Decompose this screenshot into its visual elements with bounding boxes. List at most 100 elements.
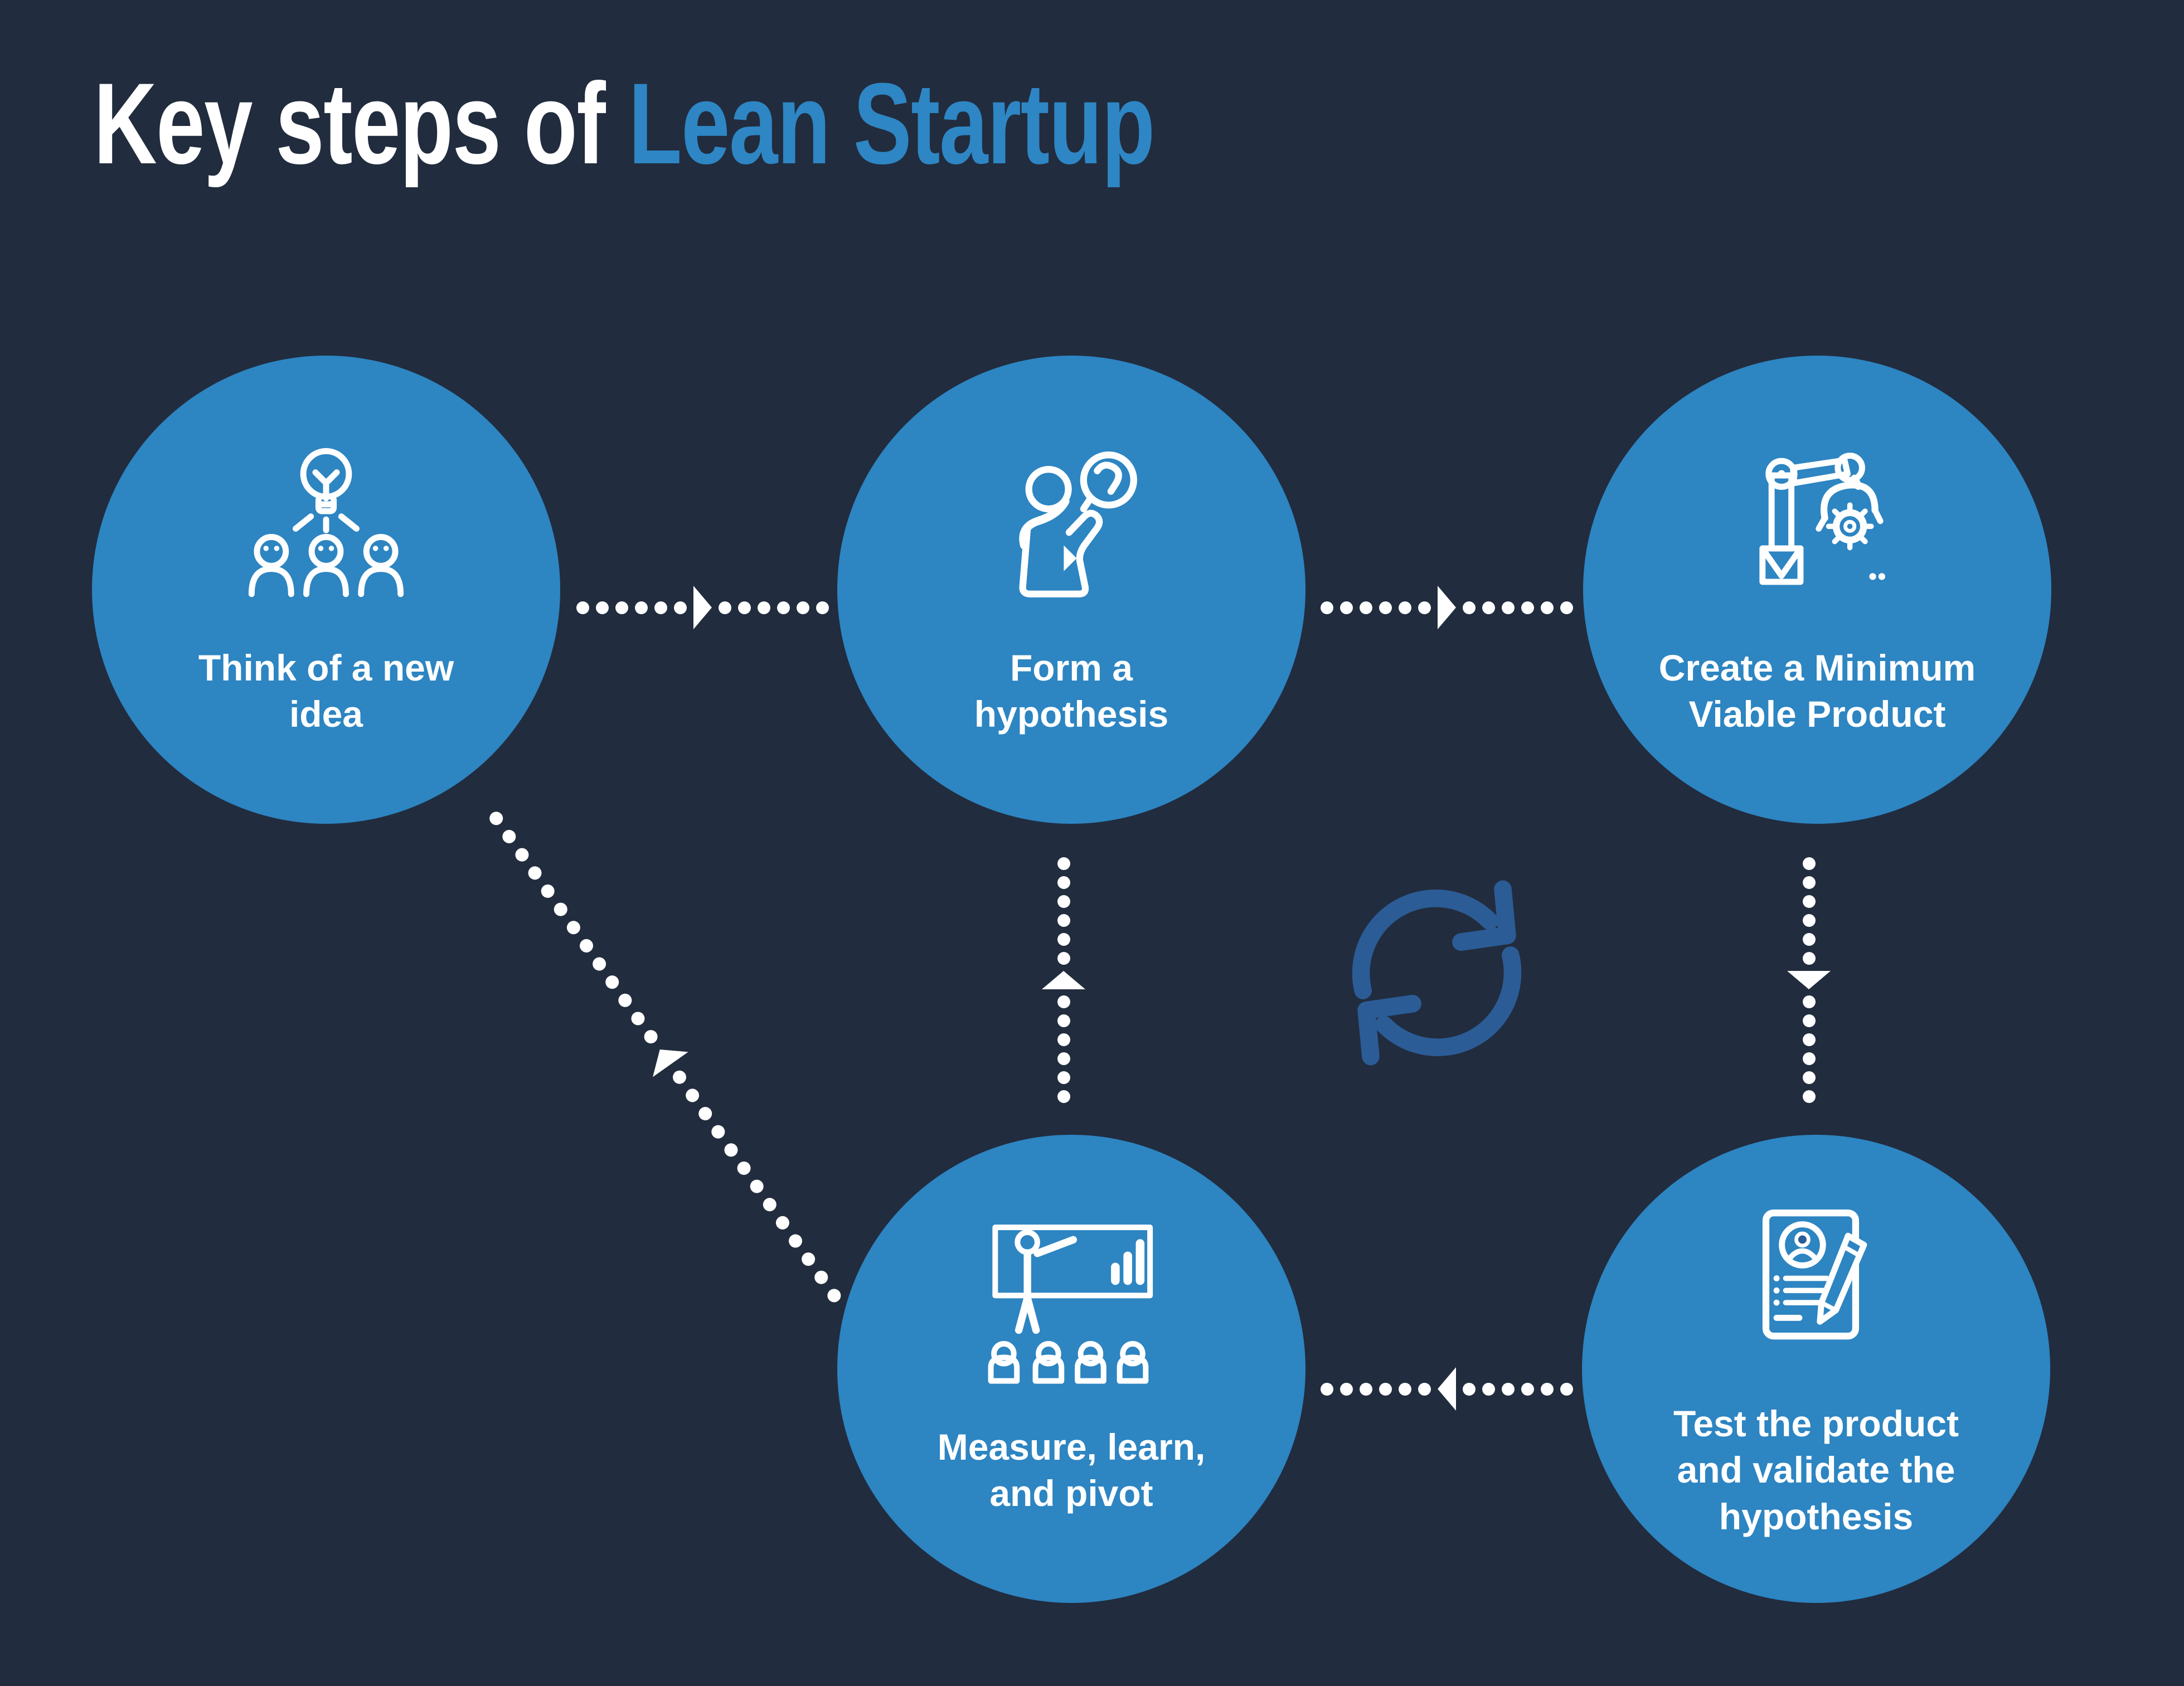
page-title: Key steps of Lean Startup bbox=[94, 66, 1155, 181]
arrow-dot bbox=[1379, 601, 1392, 614]
arrow-dot bbox=[1802, 914, 1816, 927]
arrowhead-right-icon bbox=[1437, 586, 1456, 629]
arrow-dot bbox=[512, 845, 531, 864]
step-label-test: Test the product and validate the hypoth… bbox=[1673, 1403, 1959, 1537]
arrow-dot bbox=[799, 1250, 818, 1269]
arrow-dot bbox=[1339, 1382, 1353, 1396]
arrow-dot bbox=[641, 1027, 661, 1046]
arrow-dot bbox=[1462, 601, 1476, 614]
arrow-dot bbox=[1802, 1033, 1816, 1046]
arrow-dot bbox=[796, 601, 809, 614]
arrow-dot bbox=[1802, 1071, 1816, 1084]
arrow-dot bbox=[1359, 601, 1372, 614]
arrow-measure-to-hypothesis bbox=[1041, 854, 1086, 1106]
arrow-dot bbox=[564, 918, 583, 937]
arrow-dot bbox=[1802, 895, 1816, 908]
arrow-test-to-measure bbox=[1316, 1367, 1578, 1411]
arrow-dot bbox=[499, 827, 518, 846]
arrow-dot bbox=[1359, 1382, 1372, 1396]
step-label-mvp: Create a Minimum Viable Product bbox=[1658, 647, 1976, 735]
arrow-dot bbox=[1540, 601, 1554, 614]
arrow-dot bbox=[669, 1067, 689, 1087]
arrow-dot bbox=[1540, 1382, 1554, 1396]
arrow-dot bbox=[1057, 876, 1070, 889]
arrow-dot bbox=[760, 1195, 779, 1214]
arrow-dot bbox=[1802, 995, 1816, 1008]
arrow-dot bbox=[1057, 1090, 1070, 1103]
arrow-dot bbox=[1379, 1382, 1392, 1396]
arrow-dot bbox=[525, 863, 544, 882]
title-highlight: Lean Startup bbox=[628, 59, 1155, 188]
arrowhead-down-icon bbox=[1787, 970, 1831, 989]
robot-arm-gear-icon bbox=[1734, 442, 1901, 609]
arrow-dot bbox=[747, 1177, 766, 1196]
arrow-dot bbox=[1057, 895, 1070, 908]
title-prefix: Key steps of bbox=[94, 59, 629, 188]
arrow-dot bbox=[718, 601, 731, 614]
arrow-dot bbox=[1802, 1052, 1816, 1065]
arrow-dot bbox=[1057, 1052, 1070, 1065]
arrow-dot bbox=[654, 601, 667, 614]
arrow-dot bbox=[615, 601, 628, 614]
thinking-person-question-icon bbox=[988, 442, 1155, 609]
arrow-dot bbox=[1320, 1382, 1333, 1396]
arrow-dot bbox=[1057, 1033, 1070, 1046]
arrow-dot bbox=[1057, 1071, 1070, 1084]
arrow-dot bbox=[1802, 876, 1816, 889]
arrow-dot bbox=[1418, 601, 1431, 614]
arrow-dot bbox=[708, 1122, 727, 1141]
arrow-dot bbox=[1802, 1014, 1816, 1027]
document-pencil-icon bbox=[1732, 1198, 1900, 1365]
arrowhead-up-icon bbox=[1042, 970, 1085, 989]
arrow-dot bbox=[737, 601, 751, 614]
arrow-dot bbox=[576, 936, 596, 955]
arrow-measure-to-think bbox=[471, 796, 858, 1318]
arrow-dot bbox=[487, 809, 506, 828]
arrow-dot bbox=[1418, 1382, 1431, 1396]
presentation-chart-audience-icon bbox=[988, 1221, 1155, 1388]
arrow-dot bbox=[824, 1286, 843, 1305]
arrow-dot bbox=[551, 900, 570, 919]
arrow-dot bbox=[1501, 601, 1515, 614]
arrow-dot bbox=[1482, 1382, 1495, 1396]
step-label-hypothesis: Form a hypothesis bbox=[974, 647, 1169, 735]
arrow-dot bbox=[1320, 601, 1333, 614]
arrow-dot bbox=[1057, 995, 1070, 1008]
arrow-dot bbox=[628, 1009, 647, 1028]
arrow-dot bbox=[773, 1213, 792, 1232]
arrow-dot bbox=[1521, 601, 1534, 614]
arrow-dot bbox=[1398, 1382, 1411, 1396]
arrow-dot bbox=[734, 1158, 754, 1178]
step-label-think: Think of a new idea bbox=[198, 647, 454, 735]
arrow-dot bbox=[812, 1267, 831, 1287]
refresh-cycle-icon bbox=[1327, 863, 1547, 1083]
arrow-dot bbox=[1057, 932, 1070, 946]
step-label-measure: Measure, learn, and pivot bbox=[937, 1426, 1206, 1514]
arrow-dot bbox=[1560, 1382, 1573, 1396]
arrow-dot bbox=[816, 601, 829, 614]
arrow-dot bbox=[673, 601, 687, 614]
step-circle-think: Think of a new idea bbox=[92, 356, 560, 824]
arrow-dot bbox=[1339, 601, 1353, 614]
step-circle-test: Test the product and validate the hypoth… bbox=[1582, 1135, 2050, 1603]
arrow-dot bbox=[1802, 932, 1816, 946]
step-circle-measure: Measure, learn, and pivot bbox=[837, 1135, 1305, 1603]
arrow-dot bbox=[1057, 1014, 1070, 1027]
arrow-dot bbox=[603, 973, 622, 992]
arrow-mvp-to-test bbox=[1787, 854, 1831, 1106]
arrowhead-right-icon bbox=[693, 586, 712, 629]
arrow-dot bbox=[1802, 951, 1816, 965]
arrow-dot bbox=[1057, 951, 1070, 965]
arrow-dot bbox=[1802, 1090, 1816, 1103]
step-circle-mvp: Create a Minimum Viable Product bbox=[1583, 356, 2051, 824]
lightbulb-team-icon bbox=[242, 442, 410, 609]
arrow-dot bbox=[1560, 601, 1573, 614]
arrow-dot bbox=[1057, 914, 1070, 927]
arrow-dot bbox=[1482, 601, 1495, 614]
arrow-dot bbox=[1398, 601, 1411, 614]
arrowhead-left-icon bbox=[1437, 1367, 1456, 1411]
arrow-dot bbox=[1802, 857, 1816, 870]
arrow-dot bbox=[683, 1086, 702, 1105]
arrow-dot bbox=[757, 601, 770, 614]
